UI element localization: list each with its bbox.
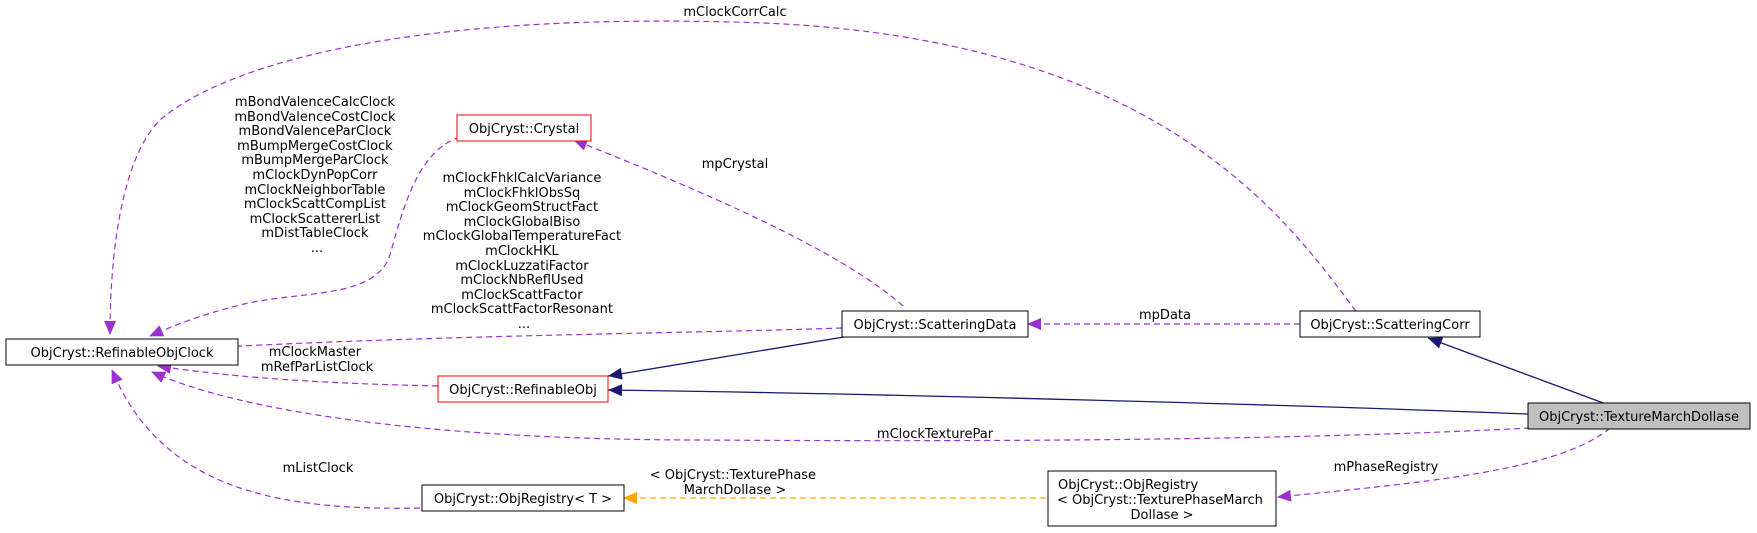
node-scattering-corr[interactable]: ObjCryst::ScatteringCorr bbox=[1299, 310, 1481, 338]
edge-inherit-texture-scatteringcorr bbox=[1427, 337, 1607, 405]
edge-refinable-clocks bbox=[157, 362, 439, 387]
edges bbox=[104, 20, 1611, 509]
edge-mclockcorrcalc bbox=[104, 20, 1369, 335]
node-label: ObjCryst::ScatteringCorr bbox=[1310, 318, 1470, 333]
node-label: ObjCryst::RefinableObjClock bbox=[31, 346, 214, 361]
edge-mlistclock bbox=[111, 369, 421, 509]
label-scattering-clocks: mClockFhklCalcVariance mClockFhklObsSq m… bbox=[423, 171, 625, 332]
node-refinable-obj[interactable]: ObjCryst::RefinableObj bbox=[437, 375, 609, 403]
node-scattering-data[interactable]: ObjCryst::ScatteringData bbox=[841, 310, 1029, 338]
label-mpcrystal: mpCrystal bbox=[702, 157, 768, 172]
label-refinable-clocks: mClockMaster mRefParListClock bbox=[261, 345, 374, 375]
edge-mpcrystal bbox=[573, 139, 904, 307]
node-crystal[interactable]: ObjCryst::Crystal bbox=[456, 114, 592, 142]
label-mpdata: mpData bbox=[1139, 308, 1191, 323]
node-label: ObjCryst::RefinableObj bbox=[449, 383, 597, 398]
label-mclockcorrcalc: mClockCorrCalc bbox=[683, 5, 786, 20]
node-label: ObjCryst::ScatteringData bbox=[854, 318, 1017, 333]
label-crystal-clocks: mBondValenceCalcClock mBondValenceCostCl… bbox=[234, 95, 399, 256]
node-refinable-obj-clock[interactable]: ObjCryst::RefinableObjClock bbox=[5, 338, 239, 366]
label-mphaseregistry: mPhaseRegistry bbox=[1334, 460, 1439, 475]
node-label: ObjCryst::TextureMarchDollase bbox=[1539, 410, 1739, 425]
label-mclocktexturepar: mClockTexturePar bbox=[877, 427, 994, 442]
edge-scattering-clocks bbox=[221, 327, 843, 353]
edge-inherit-texture-refinable bbox=[607, 384, 1529, 415]
node-label: ObjCryst::ObjRegistry< T > bbox=[434, 492, 612, 507]
node-label: ObjCryst::ObjRegistry < ObjCryst::Textur… bbox=[1057, 478, 1267, 523]
edge-crystal-clocks bbox=[149, 136, 461, 337]
edge-mphaseregistry bbox=[1277, 427, 1611, 502]
node-label: ObjCryst::Crystal bbox=[469, 122, 579, 137]
node-obj-registry-t[interactable]: ObjCryst::ObjRegistry< T > bbox=[421, 484, 625, 512]
node-obj-registry-texture[interactable]: ObjCryst::ObjRegistry < ObjCryst::Textur… bbox=[1047, 470, 1277, 527]
edge-mclocktexturepar bbox=[151, 371, 1531, 442]
label-mlistclock: mListClock bbox=[283, 461, 354, 476]
label-template-args: < ObjCryst::TexturePhase MarchDollase > bbox=[650, 468, 820, 498]
edge-labels: mClockCorrCalc mBondValenceCalcClock mBo… bbox=[234, 5, 1438, 498]
node-texture-march-dollase[interactable]: ObjCryst::TextureMarchDollase bbox=[1527, 402, 1751, 430]
edge-inherit-scatteringdata bbox=[607, 335, 851, 380]
